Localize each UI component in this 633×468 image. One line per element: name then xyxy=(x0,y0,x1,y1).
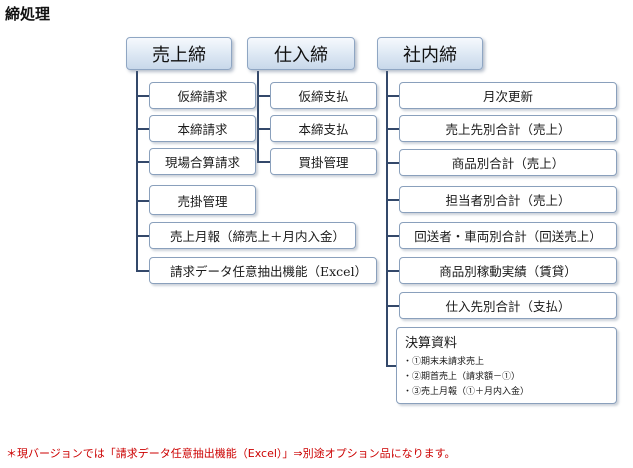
shanai-connector-branch xyxy=(386,270,399,272)
uriage-item: 売掛管理 xyxy=(149,185,256,215)
uriage-item: 仮締請求 xyxy=(149,82,256,109)
uriage-header: 売上締 xyxy=(126,37,232,70)
shanai-connector-trunk xyxy=(386,71,388,366)
shanai-connector-branch xyxy=(386,95,399,97)
shanai-connector-branch xyxy=(386,305,399,307)
shiire-connector-branch xyxy=(257,128,270,130)
page-title: 締処理 xyxy=(5,5,51,23)
uriage-item: 売上月報（締売上＋月内入金） xyxy=(149,222,356,249)
shiire-connector-trunk xyxy=(257,71,259,162)
shanai-connector-branch xyxy=(386,365,399,367)
shiire-connector-branch xyxy=(257,95,270,97)
kessan-item: ・③売上月報（①＋月内入金） xyxy=(403,387,530,397)
footnote: ＊現バージョンでは「請求データ任意抽出機能（Excel）」⇒別途オプション品にな… xyxy=(6,447,456,460)
kessan-title: 決算資料 xyxy=(405,336,458,351)
shanai-item: 仕入先別合計（支払） xyxy=(399,292,617,319)
uriage-connector-branch xyxy=(136,95,149,97)
kessan-box: 決算資料 ・①期末未請求売上 ・②期首売上（請求額－①） ・③売上月報（①＋月内… xyxy=(396,327,617,404)
uriage-item: 現場合算請求 xyxy=(149,148,256,175)
shiire-connector-branch xyxy=(257,161,270,163)
uriage-item: 本締請求 xyxy=(149,115,256,142)
kessan-item: ・①期末未請求売上 xyxy=(403,357,485,367)
shanai-item: 回送者・車両別合計（回送売上） xyxy=(399,222,617,249)
shiire-header: 仕入締 xyxy=(247,37,355,70)
shiire-item: 仮締支払 xyxy=(270,82,377,109)
uriage-connector-branch xyxy=(136,128,149,130)
uriage-item: 請求データ任意抽出機能（Excel） xyxy=(149,257,377,284)
shanai-connector-branch xyxy=(386,199,399,201)
shiire-item: 買掛管理 xyxy=(270,148,377,175)
uriage-connector-branch xyxy=(136,270,149,272)
shanai-item: 売上先別合計（売上） xyxy=(399,115,617,142)
shanai-connector-branch xyxy=(386,162,399,164)
shiire-item: 本締支払 xyxy=(270,115,377,142)
shanai-item: 商品別稼動実績（賃貸） xyxy=(399,257,617,284)
kessan-item: ・②期首売上（請求額－①） xyxy=(403,372,521,382)
uriage-connector-branch xyxy=(136,161,149,163)
shanai-header: 社内締 xyxy=(377,37,483,70)
shanai-connector-branch xyxy=(386,235,399,237)
shanai-connector-branch xyxy=(386,128,399,130)
shanai-item: 商品別合計（売上） xyxy=(399,149,617,176)
uriage-connector-branch xyxy=(136,200,149,202)
shanai-item: 担当者別合計（売上） xyxy=(399,186,617,213)
shanai-item: 月次更新 xyxy=(399,82,617,109)
uriage-connector-branch xyxy=(136,235,149,237)
uriage-connector-trunk xyxy=(136,71,138,271)
